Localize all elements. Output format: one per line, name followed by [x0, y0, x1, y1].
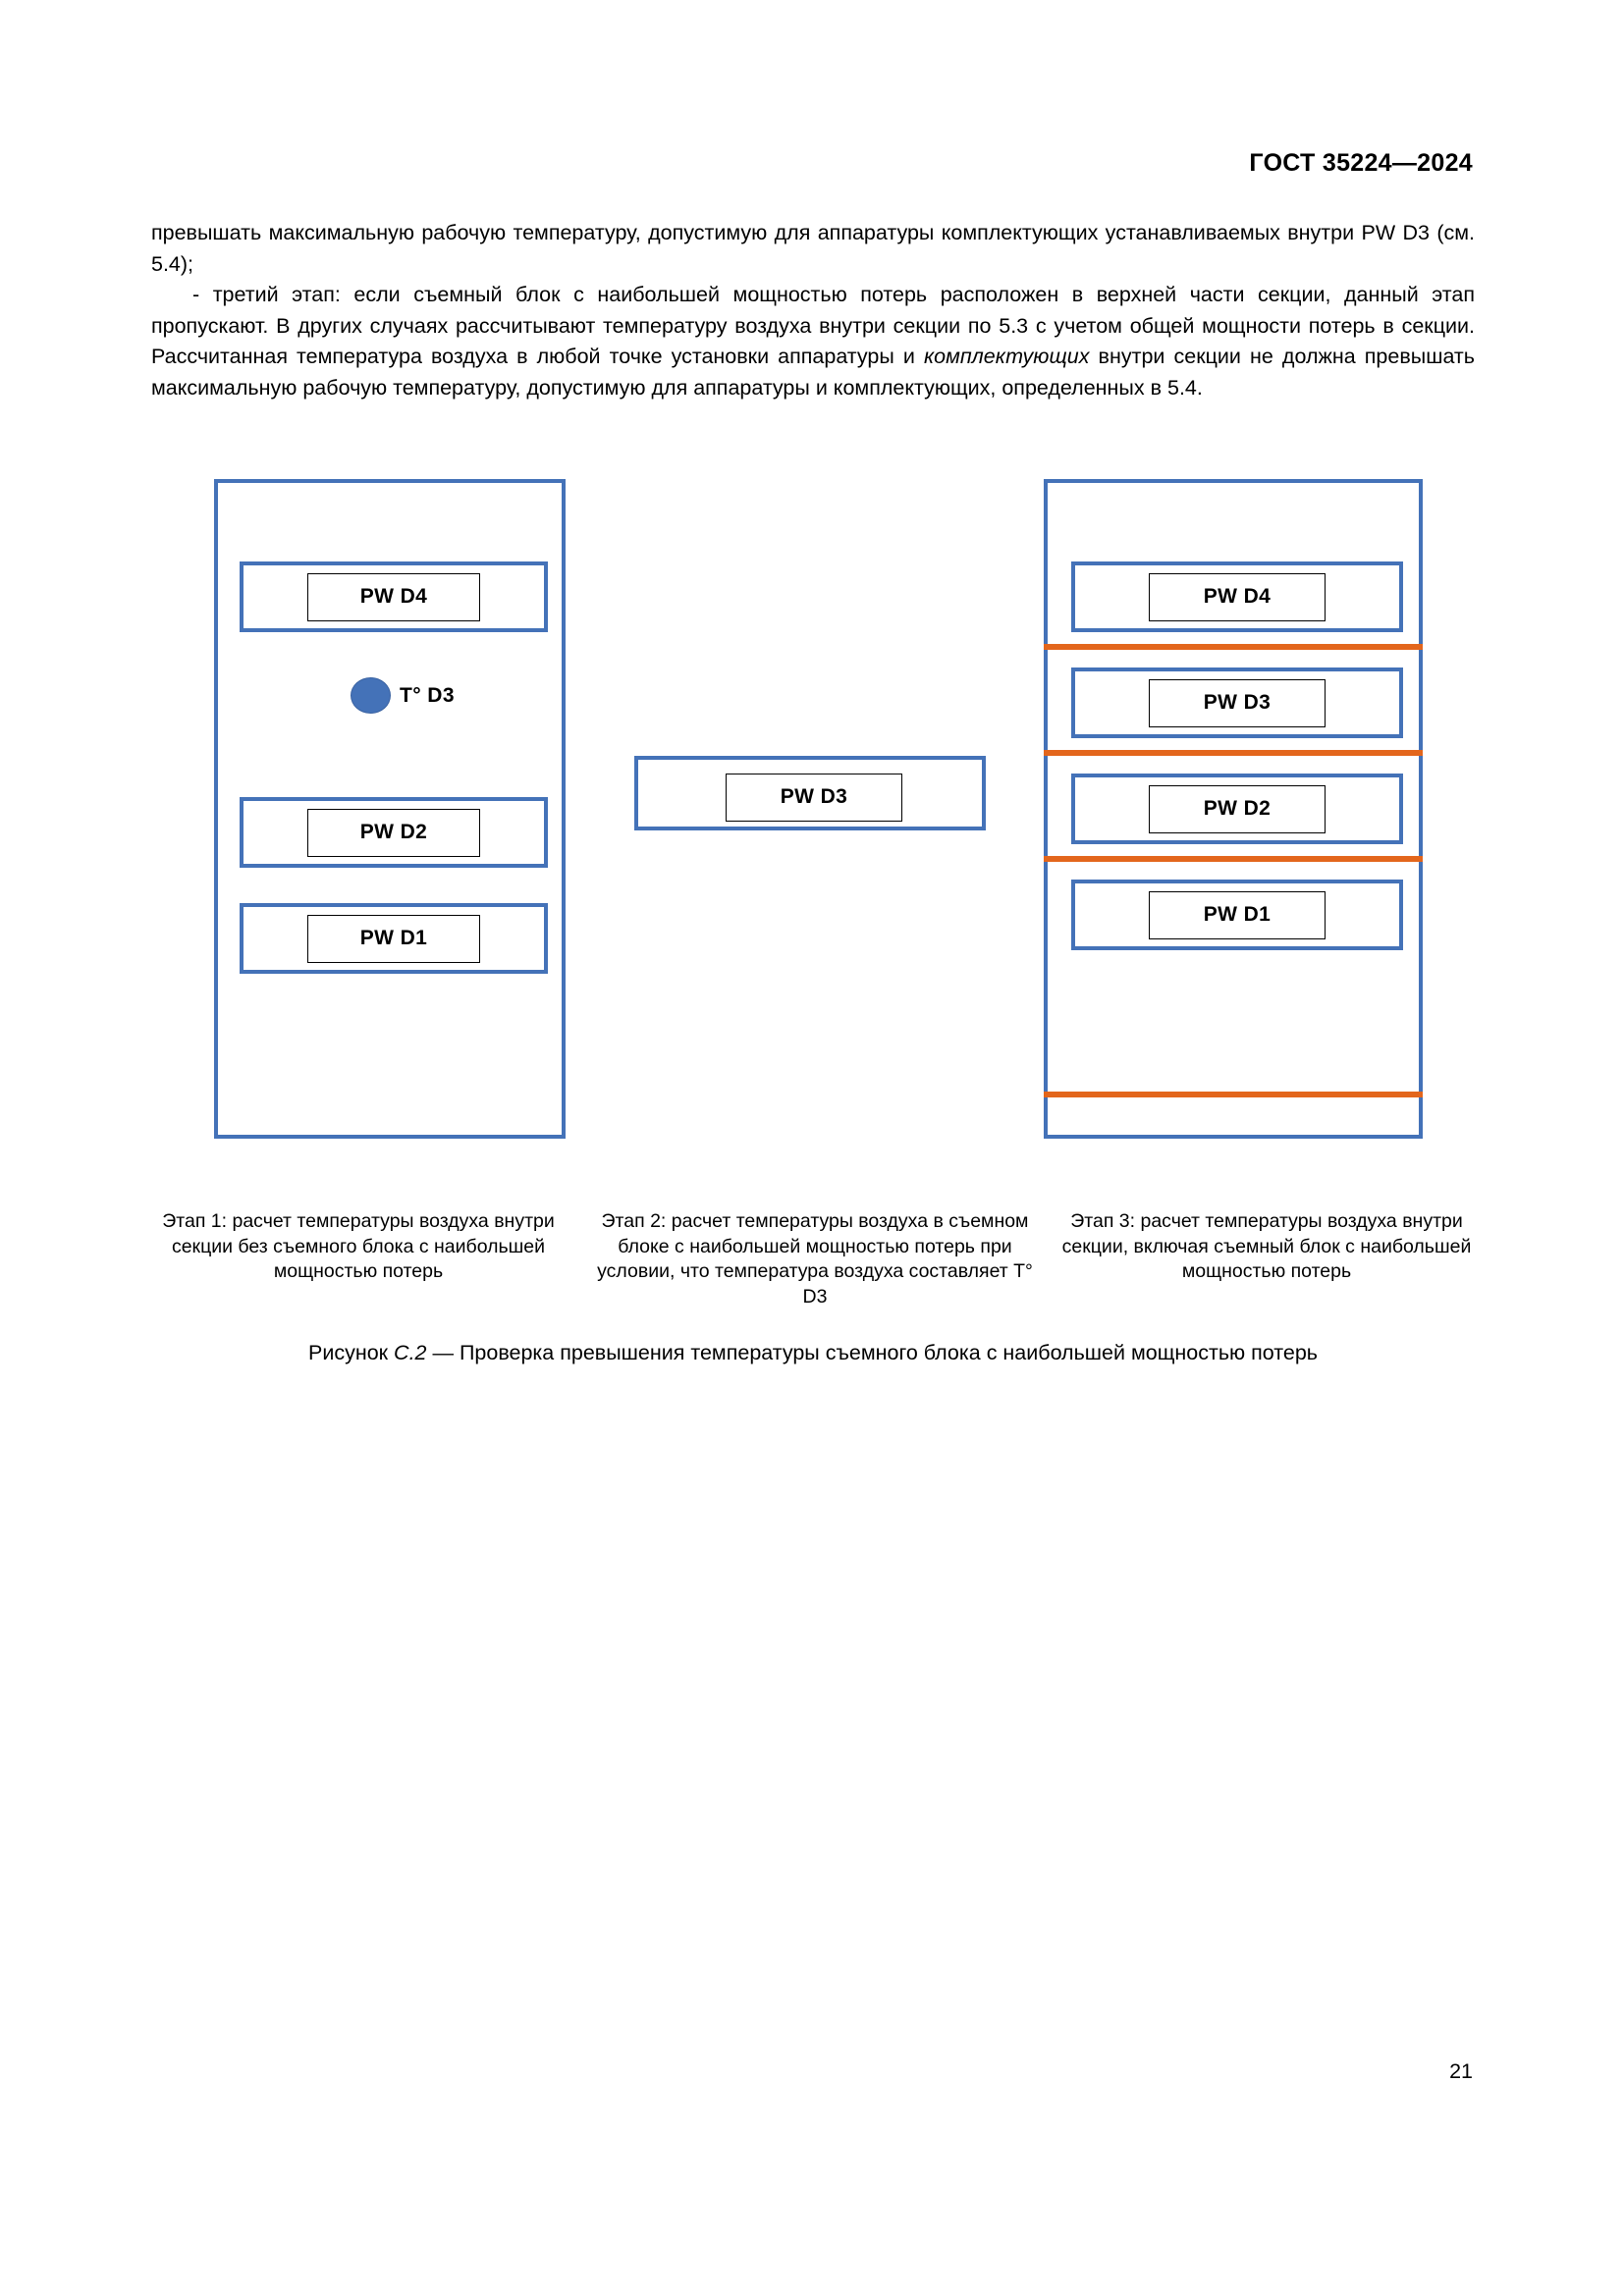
module-slot-pw-d1-full: PW D1	[1071, 880, 1403, 950]
paragraph-third-stage-italic-term: комплектующих	[923, 345, 1090, 368]
temperature-dot-icon	[351, 677, 391, 714]
running-header-standard-number: ГОСТ 35224—2024	[1249, 149, 1473, 177]
module-slot-pw-d4-full: PW D4	[1071, 561, 1403, 632]
paragraph-continuation: превышать максимальную рабочую температу…	[151, 221, 1475, 276]
figure-title: Рисунок С.2 — Проверка превышения темпер…	[151, 1338, 1475, 1367]
module-label-pw-d4-full: PW D4	[1149, 572, 1326, 621]
module-label-pw-d1-full: PW D1	[1149, 890, 1326, 939]
temperature-marker-label: T° D3	[400, 683, 455, 707]
airflow-separator-line-1	[1044, 644, 1423, 650]
paragraph-third-stage: - третий этап: если съемный блок с наибо…	[151, 280, 1475, 403]
module-label-pw-d4: PW D4	[307, 572, 480, 621]
caption-stage-3: Этап 3: расчет температуры воздуха внутр…	[1061, 1210, 1472, 1282]
temperature-marker-group: T° D3	[351, 677, 455, 714]
module-label-pw-d3-standalone: PW D3	[726, 773, 902, 822]
module-label-pw-d2: PW D2	[307, 808, 480, 857]
figure-title-text: — Проверка превышения температуры съемно…	[426, 1341, 1318, 1364]
figure-title-number: С.2	[394, 1341, 427, 1364]
diagram-stage-1-section-frame: PW D4 T° D3 PW D2 PW D1	[214, 479, 566, 1139]
module-slot-pw-d2-full: PW D2	[1071, 774, 1403, 844]
paragraph-third-stage-part-2: внутри секции не должна превышать максим…	[151, 345, 1475, 400]
module-slot-pw-d3-full: PW D3	[1071, 667, 1403, 738]
figure-title-prefix: Рисунок	[307, 1341, 395, 1364]
airflow-separator-line-3	[1044, 856, 1423, 862]
module-slot-pw-d3-standalone: PW D3	[662, 769, 966, 826]
module-slot-pw-d4: PW D4	[240, 561, 548, 632]
paragraph-third-stage-part-1: - третий этап: если съемный блок с наибо…	[151, 283, 1475, 368]
module-slot-pw-d2: PW D2	[240, 797, 548, 868]
module-label-pw-d2-full: PW D2	[1149, 784, 1326, 833]
diagram-stage-2-module-frame: PW D3	[634, 756, 986, 830]
airflow-separator-line-2	[1044, 750, 1423, 756]
diagram-stage-3-section-frame: PW D4 PW D3 PW D2 PW D1	[1044, 479, 1423, 1139]
caption-stage-1: Этап 1: расчет температуры воздуха внутр…	[162, 1210, 555, 1282]
page-number: 21	[1449, 2059, 1473, 2083]
airflow-separator-line-4	[1044, 1092, 1423, 1097]
module-label-pw-d3-full: PW D3	[1149, 678, 1326, 727]
caption-stage-2: Этап 2: расчет температуры воздуха в съе…	[597, 1210, 1033, 1308]
module-slot-pw-d1: PW D1	[240, 903, 548, 974]
module-label-pw-d1: PW D1	[307, 914, 480, 963]
body-text-block: превышать максимальную рабочую температу…	[151, 218, 1475, 403]
